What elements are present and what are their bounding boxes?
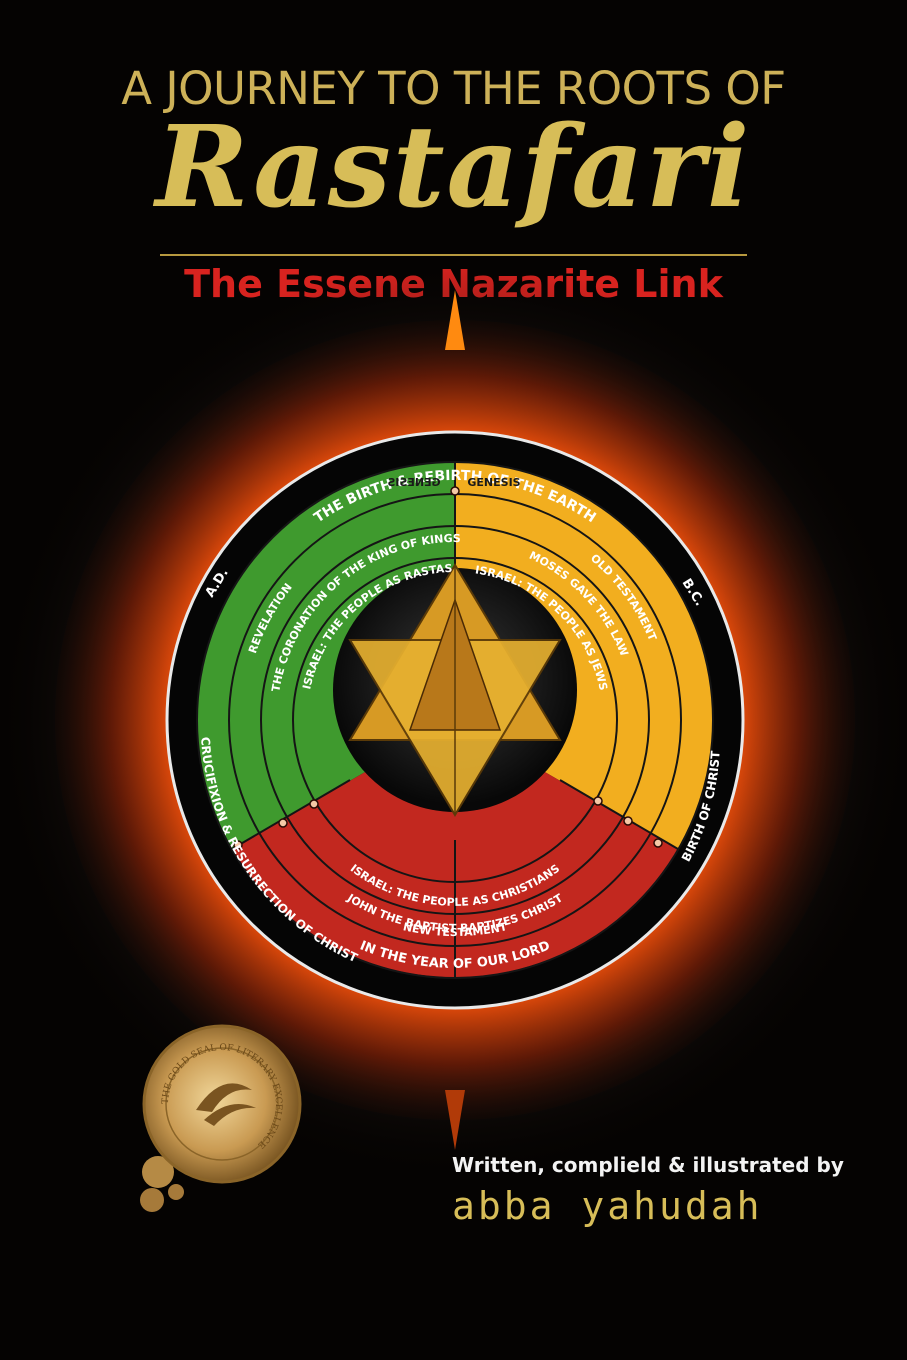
author-name: abba yahudah xyxy=(452,1184,763,1228)
seal-drop-3 xyxy=(168,1184,184,1200)
node-markers xyxy=(233,486,663,850)
seal-disc xyxy=(142,1024,302,1184)
fire-spike-bottom xyxy=(445,1090,465,1150)
label-genesis: GENESIS xyxy=(467,476,520,489)
fire-spike-top xyxy=(445,290,465,350)
seal-emblem xyxy=(196,1083,252,1112)
svg-text:NEW TESTAMENT: NEW TESTAMENT xyxy=(402,920,509,939)
seal-drop-2 xyxy=(140,1188,164,1212)
seal-emblem-2 xyxy=(204,1104,256,1126)
title-divider xyxy=(160,254,747,256)
credit-line: Written, complield & illustrated by xyxy=(452,1153,844,1177)
title-script: Rastafari xyxy=(155,102,752,233)
seal-drop-1 xyxy=(142,1156,174,1188)
label-genesis-mirror: GENESIS xyxy=(387,476,440,489)
title-line: A JOURNEY TO THE ROOTS OF xyxy=(121,62,786,115)
seal-inner-ring xyxy=(165,1047,279,1161)
segment-dividers xyxy=(231,462,679,978)
gold-seal: THE GOLD SEAL OF LITERARY EXCELLENCE xyxy=(140,1024,302,1212)
label-new-testament: NEW TESTAMENT xyxy=(402,920,509,939)
